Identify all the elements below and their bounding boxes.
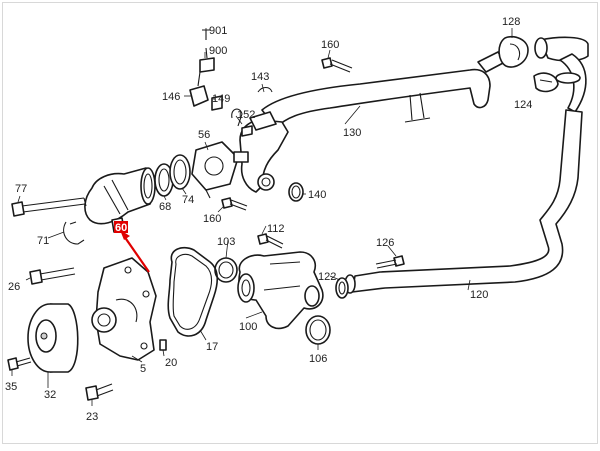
callout-60-highlighted: 60 [115,222,127,234]
seal-ring-103 [214,257,238,283]
seal-ring-140 [288,182,304,202]
clip-152-143 [231,86,273,137]
callout-32: 32 [44,389,56,401]
callout-35: 35 [5,381,17,393]
screw-149 [211,95,223,111]
callout-130: 130 [343,127,361,139]
callout-17: 17 [206,341,218,353]
callout-128: 128 [502,16,520,28]
clip-71 [63,221,85,245]
callout-26: 26 [8,281,20,293]
callout-56: 56 [198,129,210,141]
coolant-pipe-120 [344,109,583,294]
bolt-160-top [321,57,353,73]
coolant-hose-128 [498,35,589,113]
bolt-160-left [221,197,248,211]
callout-152: 152 [237,109,255,121]
seal-ring-122 [335,277,349,299]
thermostat-housing [239,111,289,193]
bolt-26 [29,267,76,285]
callout-74: 74 [182,194,194,206]
callout-100: 100 [239,321,257,333]
coolant-pipe-130 [261,51,506,129]
sensor-146 [189,29,215,107]
callout-77: 77 [15,183,27,195]
callout-126: 126 [376,237,394,249]
seal-ring-106 [305,315,331,345]
callout-120: 120 [470,289,488,301]
callout-146: 146 [162,91,180,103]
callout-900: 900 [209,45,227,57]
callout-160-left: 160 [203,213,221,225]
bolt-126 [375,255,405,269]
callout-103: 103 [217,236,235,248]
callout-124: 124 [514,99,532,111]
dowel-pin-20 [159,339,167,351]
callout-143: 143 [251,71,269,83]
callout-122: 122 [318,271,336,283]
leader-lines [11,28,513,406]
callout-labels: 901 900 146 149 152 143 160 128 124 130 … [5,16,532,423]
coolant-fitting-100 [237,251,324,330]
callout-23: 23 [86,411,98,423]
callout-71: 71 [37,235,49,247]
bolt-112 [257,233,284,249]
callout-112: 112 [267,223,285,235]
bolt-35 [7,357,32,371]
thermostat-56 [191,141,249,199]
gasket-17 [167,246,219,337]
callout-140: 140 [308,189,326,201]
callout-160-top: 160 [321,39,339,51]
seal-rings-68-74 [154,154,191,197]
pulley-32 [27,303,79,373]
callout-20: 20 [165,357,177,369]
callout-149: 149 [212,93,230,105]
bolt-77 [11,197,87,217]
callout-68: 68 [159,201,171,213]
highlight-arrow [114,221,150,273]
callout-901: 901 [209,25,227,37]
water-pump-5 [91,257,157,361]
bolt-23 [85,383,114,401]
callout-106: 106 [309,353,327,365]
callout-5: 5 [140,363,146,375]
